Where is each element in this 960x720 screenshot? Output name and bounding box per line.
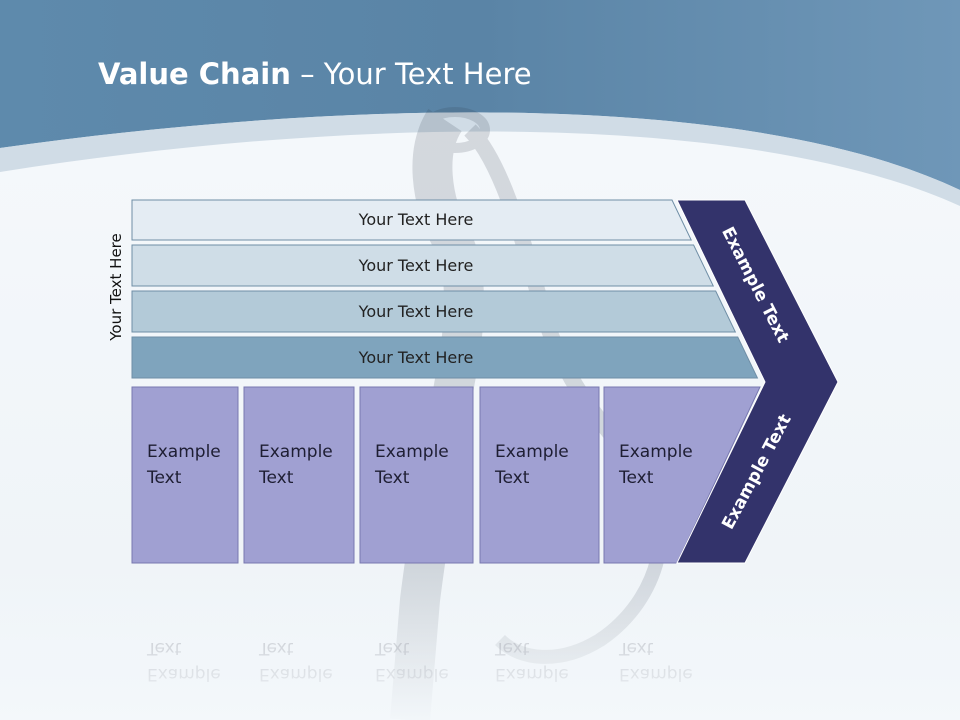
activity-box-label-line2: Text bbox=[495, 468, 530, 488]
title-rest: – Your Text Here bbox=[290, 57, 532, 91]
support-bar bbox=[131, 244, 715, 287]
support-bar-label: Your Text Here bbox=[358, 210, 474, 229]
title-bold: Value Chain bbox=[98, 57, 291, 91]
activity-box-label-line1: Example bbox=[259, 442, 333, 462]
activity-box-label-line2: Text bbox=[375, 468, 410, 488]
activity-box-label-line2: Text bbox=[619, 468, 654, 488]
primary-activity-boxes bbox=[131, 386, 761, 564]
activity-box-label-line1: Example bbox=[147, 442, 221, 462]
support-bar-label: Your Text Here bbox=[358, 255, 474, 275]
header-band bbox=[0, 0, 960, 190]
support-bar bbox=[131, 290, 737, 333]
page-title: Value Chain – Your Text Here bbox=[98, 52, 532, 96]
support-bar bbox=[131, 199, 692, 241]
support-bar-label: Your Text Here bbox=[358, 301, 474, 321]
support-bar-label: Your Text Here bbox=[358, 347, 474, 367]
header-swoosh bbox=[0, 112, 960, 206]
activity-box-label-line1: Example bbox=[375, 442, 449, 462]
activity-box-label-line1: Example bbox=[619, 442, 693, 462]
activity-box-label-line2: Text bbox=[147, 468, 182, 488]
support-bar bbox=[131, 336, 759, 379]
activity-box-label-line1: Example bbox=[495, 442, 569, 462]
support-bars bbox=[131, 199, 759, 379]
activity-box-label-line2: Text bbox=[259, 468, 294, 488]
